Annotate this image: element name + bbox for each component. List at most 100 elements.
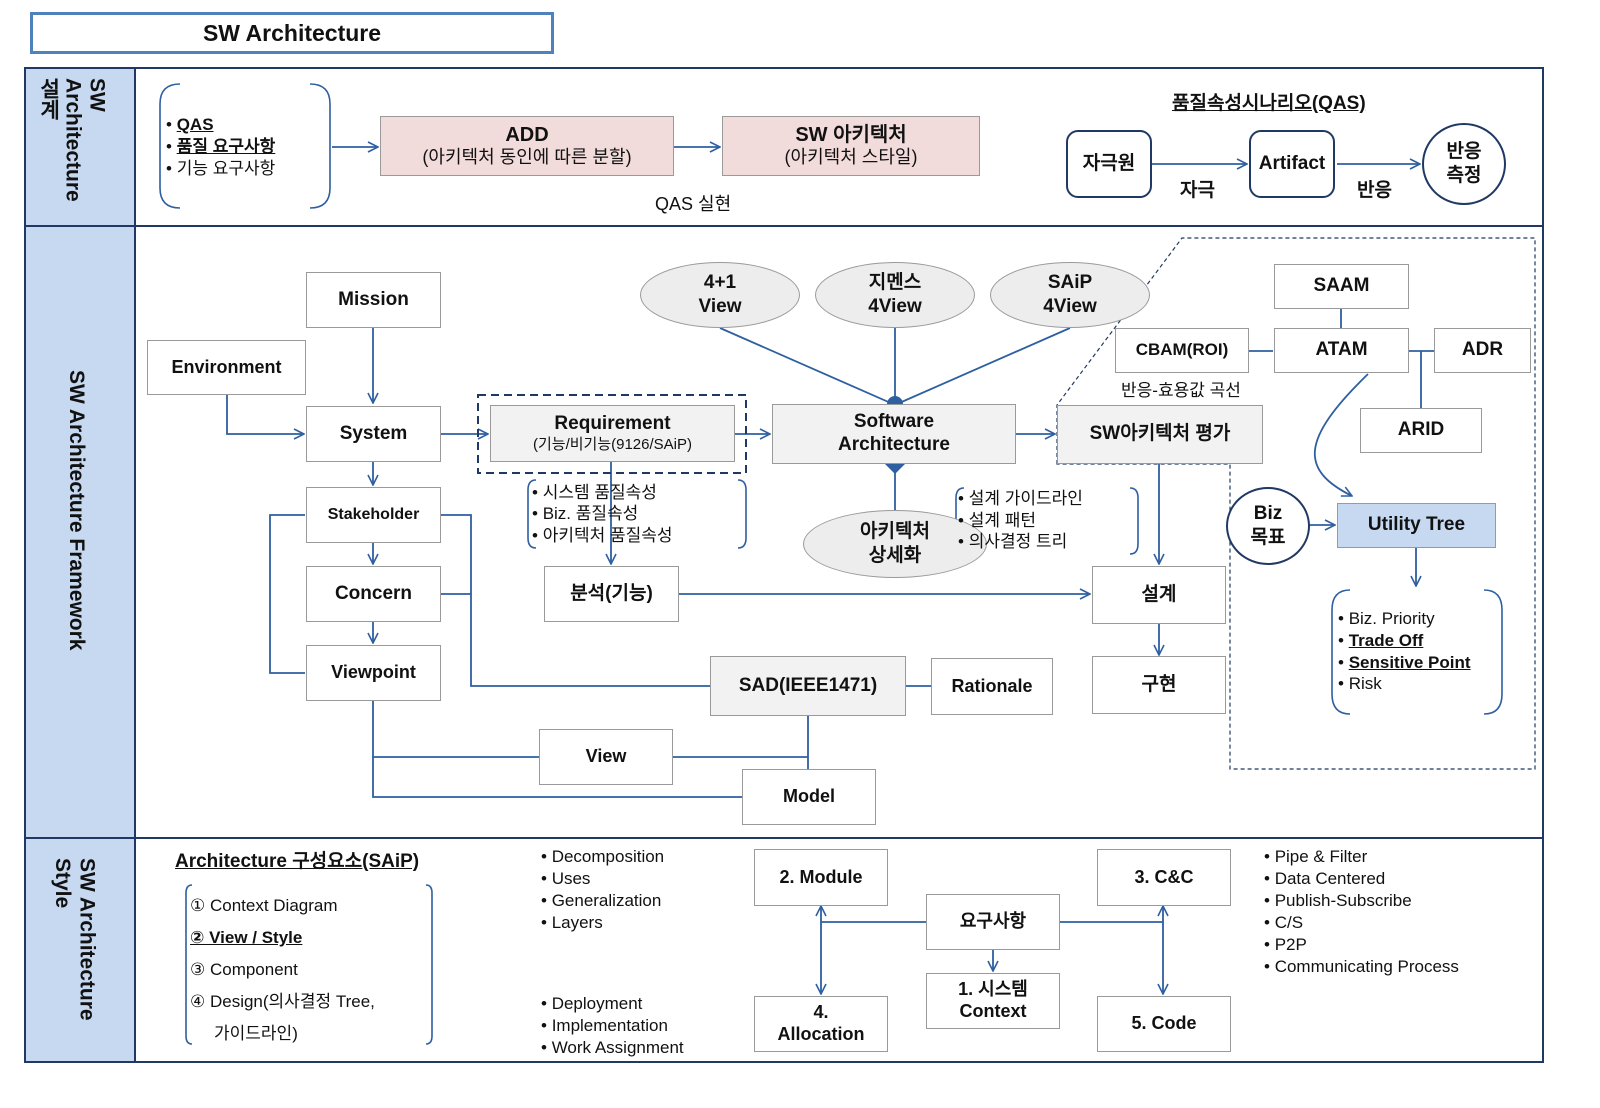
utility-item: • Biz. Priority [1338, 609, 1435, 628]
add-subtitle: (아키텍처 동인에 따른 분할) [422, 147, 632, 168]
requirement-box: Requirement (기능/비기능(9126/SAiP) [490, 405, 735, 462]
utility-item: • Risk [1338, 674, 1382, 694]
module-style-item: • Decomposition [541, 847, 665, 866]
section-style [24, 837, 1544, 1063]
utility-tree-box: Utility Tree [1337, 503, 1496, 548]
system-box: System [306, 406, 441, 462]
allocation-style-item: • Deployment [541, 994, 643, 1013]
cc-style-item: • P2P [1264, 935, 1307, 954]
module-style-item: • Generalization [541, 891, 662, 910]
section-label-design-line2: Architecture [61, 78, 85, 202]
allocation-styles-list: • Deployment • Implementation • Work Ass… [541, 993, 684, 1059]
section-label-design: SW Architecture 설계 [36, 78, 108, 202]
software-architecture-box: Software Architecture [772, 404, 1016, 464]
viewpoint-box: Viewpoint [306, 645, 441, 701]
response-measure-circle: 반응 측정 [1422, 123, 1506, 205]
view-box: View [539, 729, 673, 785]
view-ellipse-saip: SAiP 4View [990, 262, 1150, 328]
components-title: Architecture 구성요소(SAiP) [175, 851, 420, 872]
side-panel-style [26, 839, 136, 1061]
quality-attributes-list: • 시스템 품질속성 • Biz. 품질속성 • 아키텍처 품질속성 [532, 482, 673, 546]
rationale-box: Rationale [931, 658, 1053, 715]
diagram-title: SW Architecture [30, 12, 554, 54]
side-panel-framework [26, 227, 136, 837]
section-label-style: SW Architecture Style [50, 858, 98, 1021]
section-label-style-line1: SW Architecture [75, 858, 99, 1021]
cc-style-item: • Pipe & Filter [1264, 847, 1368, 866]
module-styles-list: • Decomposition • Uses • Generalization … [541, 846, 664, 934]
system-context-box: 1. 시스템 Context [926, 973, 1060, 1029]
arid-box: ARID [1360, 408, 1482, 453]
stimulus-source-box: 자극원 [1066, 130, 1152, 198]
adr-box: ADR [1434, 328, 1531, 373]
response-measure-line2: 측정 [1446, 165, 1482, 186]
environment-box: Environment [147, 340, 306, 395]
qas-realize-label: QAS 실현 [655, 194, 732, 214]
allocation-style-item: • Implementation [541, 1016, 668, 1035]
component-item: ① Context Diagram [190, 896, 338, 915]
qas-title: 품질속성시나리오(QAS) [1172, 93, 1366, 114]
architecture-detail-ellipse: 아키텍처 상세화 [803, 510, 987, 578]
implementation-box: 구현 [1092, 656, 1226, 714]
sw-architecture-title: SW 아키텍처 [795, 124, 907, 147]
quality-attribute-item: • 아키텍처 품질속성 [532, 525, 673, 545]
sw-architecture-box: SW 아키텍처 (아키텍처 스타일) [722, 116, 980, 176]
module-style-item: • Layers [541, 913, 603, 932]
component-item: 가이드라인) [214, 1024, 298, 1043]
cc-style-item: • C/S [1264, 913, 1304, 932]
side-panel-design [26, 69, 136, 225]
section-label-design-line3: 설계 [37, 78, 61, 120]
view-ellipse-siemens: 지멘스 4View [815, 262, 975, 328]
response-measure-line1: 반응 [1446, 141, 1482, 163]
design-item: • 의사결정 트리 [958, 532, 1068, 552]
quality-attribute-item: • Biz. 품질속성 [532, 504, 639, 524]
allocation-box: 4. Allocation [754, 996, 888, 1052]
stakeholder-box: Stakeholder [306, 487, 441, 543]
design-box: 설계 [1092, 566, 1226, 624]
atam-box: ATAM [1274, 328, 1409, 373]
design-inputs-list: • QAS • 품질 요구사항 • 기능 요구사항 [166, 114, 275, 180]
biz-goal-circle: Biz 목표 [1226, 487, 1310, 565]
add-title: ADD [505, 124, 549, 147]
view-ellipse-4plus1: 4+1 View [640, 262, 800, 328]
add-box: ADD (아키텍처 동인에 따른 분할) [380, 116, 674, 176]
analysis-box: 분석(기능) [544, 566, 679, 622]
concern-box: Concern [306, 566, 441, 622]
sw-architecture-evaluation-box: SW아키텍처 평가 [1057, 405, 1263, 464]
sw-architecture-subtitle: (아키텍처 스타일) [784, 147, 918, 168]
module-style-item: • Uses [541, 869, 591, 888]
allocation-style-item: • Work Assignment [541, 1038, 684, 1057]
cc-style-item: • Publish-Subscribe [1264, 891, 1412, 910]
section-label-design-line1: SW [85, 78, 109, 112]
design-items-list: • 설계 가이드라인 • 설계 패턴 • 의사결정 트리 [958, 488, 1083, 553]
design-input-item: • QAS [166, 115, 214, 134]
artifact-box: Artifact [1249, 130, 1335, 198]
cc-style-item: • Communicating Process [1264, 957, 1459, 976]
cc-box: 3. C&C [1097, 849, 1231, 906]
design-input-item: • 품질 요구사항 [166, 137, 276, 157]
design-item: • 설계 패턴 [958, 510, 1036, 530]
utility-item: • Trade Off [1338, 630, 1424, 650]
response-label: 반응 [1357, 180, 1392, 201]
mission-box: Mission [306, 272, 441, 328]
utility-items-list: • Biz. Priority • Trade Off • Sensitive … [1338, 608, 1471, 695]
requirement-title: Requirement [554, 413, 671, 435]
module-box: 2. Module [754, 849, 888, 906]
design-item: • 설계 가이드라인 [958, 489, 1083, 508]
requirements-box: 요구사항 [926, 894, 1060, 950]
component-item: ② View / Style [190, 928, 303, 947]
components-list: ① Context Diagram ② View / Style ③ Compo… [190, 890, 375, 1050]
cc-style-item: • Data Centered [1264, 869, 1386, 888]
sad-box: SAD(IEEE1471) [710, 656, 906, 716]
section-label-framework: SW Architecture Framework [65, 370, 89, 651]
requirement-subtitle: (기능/비기능(9126/SAiP) [532, 435, 693, 453]
quality-attribute-item: • 시스템 품질속성 [532, 483, 657, 502]
cbam-box: CBAM(ROI) [1115, 328, 1249, 373]
utility-item: • Sensitive Point [1338, 652, 1471, 672]
cbam-note: 반응-효용값 곡선 [1121, 381, 1241, 400]
saam-box: SAAM [1274, 264, 1409, 309]
component-item: ④ Design(의사결정 Tree, [190, 992, 375, 1011]
design-input-item: • 기능 요구사항 [166, 159, 276, 179]
component-item: ③ Component [190, 960, 298, 979]
model-box: Model [742, 769, 876, 825]
